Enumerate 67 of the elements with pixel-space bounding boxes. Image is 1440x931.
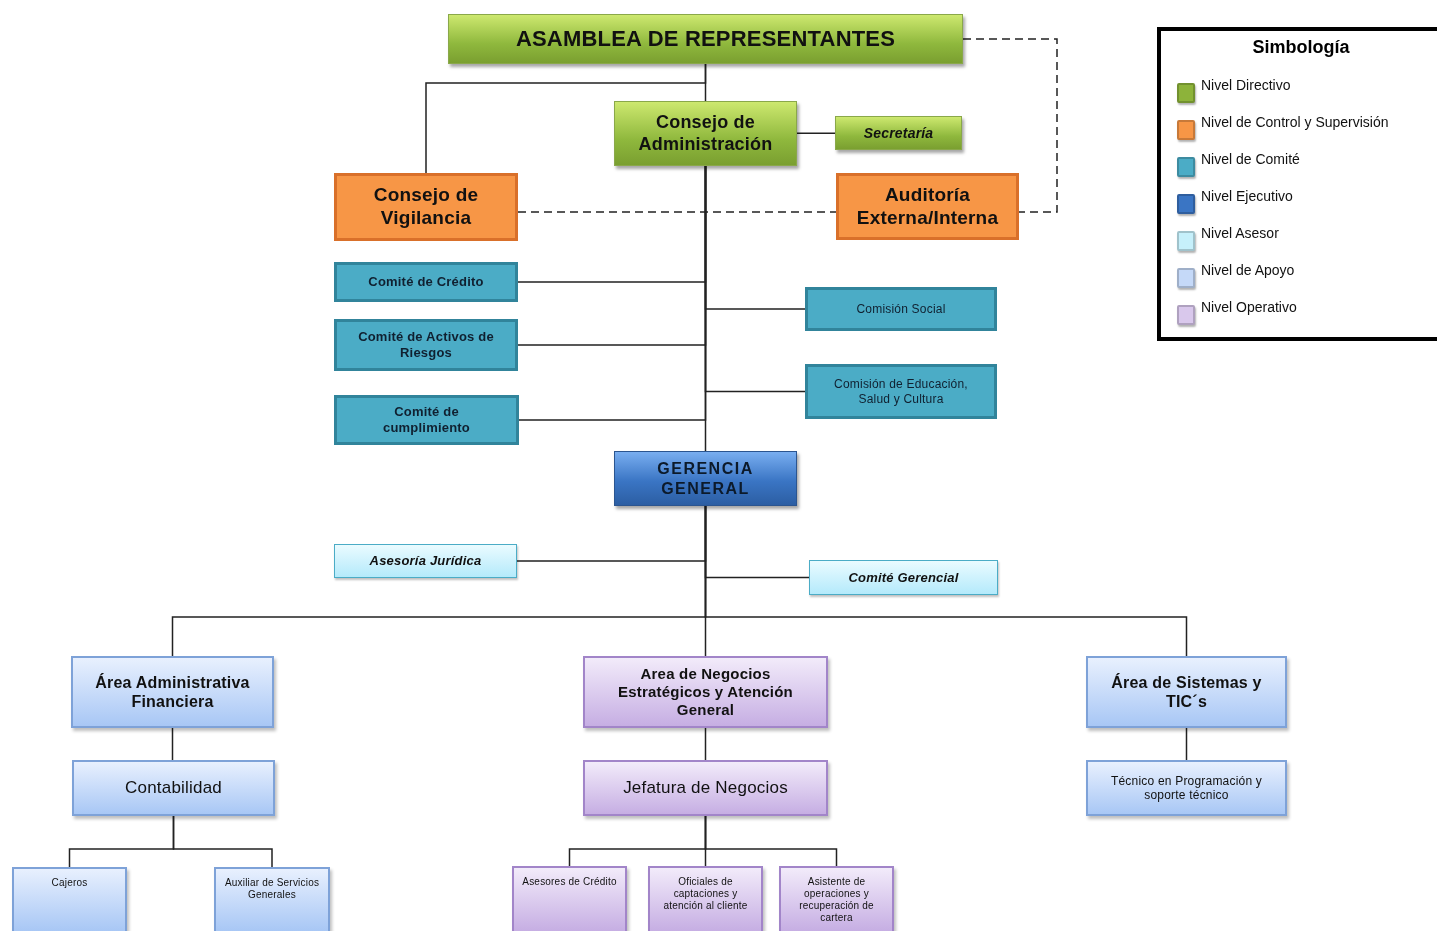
operative-box [648, 866, 763, 931]
connector-line [171, 727, 174, 761]
legend-label: Nivel de Comité [1201, 151, 1300, 167]
connector-line [172, 815, 273, 868]
box-label: Técnico en Programación y soporte técnico [1109, 773, 1264, 803]
legend-label: Nivel de Apoyo [1201, 262, 1295, 278]
box-label: Auditoría Externa/Interna [855, 183, 1000, 230]
box-label: Comité de cumplimiento [382, 404, 471, 436]
box-label: Comité de Crédito [367, 274, 485, 290]
box-label: Comisión de Educación, Salud y Cultura [833, 377, 969, 406]
directive-box [448, 14, 963, 64]
executive-box [614, 451, 797, 506]
directive-box [835, 116, 962, 150]
connector-line [796, 132, 836, 134]
box-label: Area de Negocios Estratégicos y Atención General [617, 665, 794, 719]
committee-box [805, 364, 997, 419]
box-label: Consejo de Vigilancia [372, 184, 480, 230]
box-label: Área Administrativa Financiera [94, 672, 251, 712]
support-box [1086, 656, 1287, 728]
legend-label: Nivel Operativo [1201, 299, 1297, 315]
connector-line [704, 165, 707, 452]
legend-label: Nivel Asesor [1201, 225, 1279, 241]
box-label: Asesores de Crédito [521, 876, 618, 888]
box-label: Asesoría Jurídica [368, 553, 483, 569]
box-label: Auxiliar de Servicios Generales [223, 877, 321, 901]
advisory-box [334, 544, 517, 578]
box-label: Oficiales de captaciones y atención al cliente [662, 876, 749, 912]
box-label: Consejo de Administración [637, 111, 774, 156]
box-label: Cajeros [50, 877, 89, 889]
box-label: Comité Gerencial [847, 569, 960, 586]
connector-line [704, 727, 707, 761]
box-label: Asistente de operaciones y recuperación de cartera [798, 876, 875, 924]
support-box [71, 656, 274, 728]
legend-label: Nivel de Control y Supervisión [1201, 114, 1389, 130]
operative-box [583, 760, 828, 816]
legend-label: Nivel Directivo [1201, 77, 1291, 93]
box-label: ASAMBLEA DE REPRESENTANTES [514, 25, 897, 53]
connector-line [704, 815, 838, 867]
support-box [1086, 760, 1287, 816]
operative-box [512, 866, 627, 931]
control-box [334, 173, 518, 241]
box-label: GERENCIA GENERAL [656, 459, 755, 498]
committee-box [334, 319, 518, 371]
dashed-connector [962, 38, 1058, 213]
operative-box [779, 866, 894, 931]
operative-box [583, 656, 828, 728]
support-box [72, 760, 275, 816]
committee-box [334, 395, 519, 445]
box-label: Comité de Activos de Riesgos [357, 329, 495, 361]
box-label: Secretaría [862, 124, 935, 142]
legend-title: Simbología [1251, 37, 1351, 58]
connector-line [704, 505, 1188, 657]
directive-box [614, 101, 797, 166]
support-box [12, 867, 127, 931]
committee-box [334, 262, 518, 302]
legend-label: Nivel Ejecutivo [1201, 188, 1293, 204]
dashed-connector [517, 211, 837, 213]
support-box [214, 867, 330, 931]
advisory-box [809, 560, 998, 595]
connector-line [425, 63, 707, 174]
committee-box [805, 287, 997, 331]
control-box [836, 173, 1019, 240]
connector-line [1185, 727, 1188, 761]
box-label: Jefatura de Negocios [622, 777, 789, 799]
box-label: Área de Sistemas y TIC´s [1110, 672, 1263, 712]
box-label: Comisión Social [855, 301, 947, 317]
box-label: Contabilidad [124, 777, 223, 799]
